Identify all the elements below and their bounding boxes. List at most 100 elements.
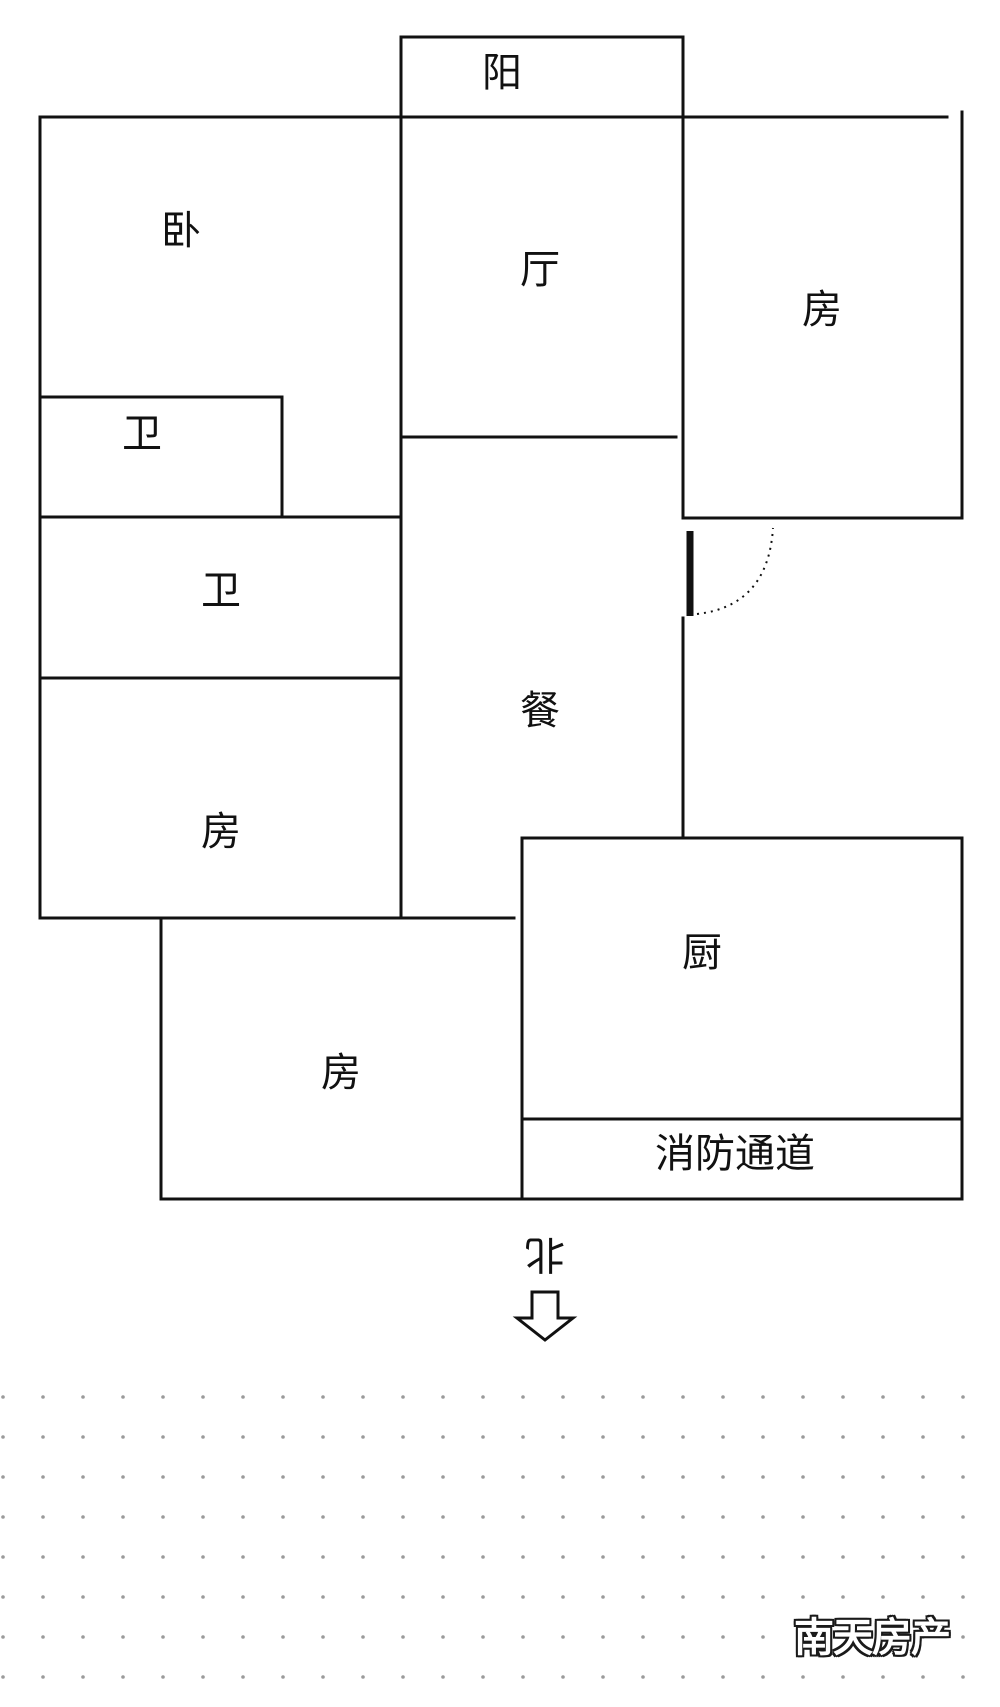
grid-dot — [1, 1635, 5, 1639]
grid-dot — [1, 1555, 5, 1559]
grid-dot — [81, 1555, 85, 1559]
grid-dot — [481, 1555, 485, 1559]
grid-dot — [41, 1515, 45, 1519]
grid-dot — [761, 1675, 765, 1679]
north-label: 北 — [525, 1231, 565, 1277]
grid-dot — [921, 1475, 925, 1479]
grid-dot — [441, 1395, 445, 1399]
grid-dot — [1, 1395, 5, 1399]
grid-dot — [841, 1435, 845, 1439]
grid-dot — [281, 1635, 285, 1639]
grid-dot — [601, 1475, 605, 1479]
grid-dot — [1, 1475, 5, 1479]
grid-dot — [201, 1635, 205, 1639]
grid-dot — [961, 1555, 965, 1559]
grid-dot — [881, 1395, 885, 1399]
grid-dot — [681, 1395, 685, 1399]
grid-dot — [721, 1595, 725, 1599]
grid-dot — [601, 1395, 605, 1399]
grid-dot — [321, 1555, 325, 1559]
room-label-balcony: 阳 — [482, 50, 522, 96]
grid-dot — [641, 1395, 645, 1399]
room-label-master-bedroom: 卧 — [161, 208, 201, 254]
grid-dot — [281, 1515, 285, 1519]
grid-dot — [401, 1595, 405, 1599]
grid-dot — [281, 1475, 285, 1479]
grid-dot — [241, 1555, 245, 1559]
grid-dot — [561, 1555, 565, 1559]
grid-dot — [41, 1395, 45, 1399]
room-label-bedroom-west: 房 — [201, 809, 241, 855]
grid-dot — [961, 1475, 965, 1479]
grid-dot — [201, 1435, 205, 1439]
room-label-bedroom-east: 房 — [802, 287, 842, 333]
grid-dot — [681, 1635, 685, 1639]
grid-dot — [321, 1395, 325, 1399]
grid-dot — [801, 1395, 805, 1399]
grid-dot — [561, 1675, 565, 1679]
grid-dot — [601, 1515, 605, 1519]
grid-dot — [521, 1595, 525, 1599]
north-arrow-icon — [512, 1290, 578, 1342]
grid-dot — [841, 1595, 845, 1599]
grid-dot — [161, 1675, 165, 1679]
grid-dot — [681, 1435, 685, 1439]
room-label-kitchen: 厨 — [682, 930, 722, 976]
grid-dot — [601, 1675, 605, 1679]
grid-dot — [361, 1395, 365, 1399]
grid-dot — [841, 1515, 845, 1519]
room-label-fire-passage: 消防通道 — [655, 1131, 815, 1177]
grid-dot — [841, 1555, 845, 1559]
grid-dot — [281, 1595, 285, 1599]
grid-dot — [361, 1635, 365, 1639]
grid-dot — [881, 1555, 885, 1559]
grid-dot — [921, 1595, 925, 1599]
grid-dot — [761, 1595, 765, 1599]
grid-dot — [401, 1395, 405, 1399]
grid-dot — [801, 1675, 805, 1679]
grid-dot — [441, 1555, 445, 1559]
grid-dot — [161, 1475, 165, 1479]
grid-dot — [561, 1635, 565, 1639]
grid-dot — [481, 1635, 485, 1639]
grid-dot — [161, 1435, 165, 1439]
grid-dot — [121, 1475, 125, 1479]
grid-dot — [721, 1675, 725, 1679]
grid-dot — [241, 1395, 245, 1399]
grid-dot — [481, 1595, 485, 1599]
grid-dot — [801, 1515, 805, 1519]
grid-dot — [201, 1555, 205, 1559]
room-label-bathroom: 卫 — [201, 568, 241, 614]
grid-dot — [801, 1635, 805, 1639]
grid-dot — [401, 1435, 405, 1439]
grid-dot — [81, 1515, 85, 1519]
grid-dot — [881, 1635, 885, 1639]
dot-grid — [1, 1395, 965, 1679]
grid-dot — [761, 1635, 765, 1639]
grid-dot — [161, 1595, 165, 1599]
grid-dot — [681, 1555, 685, 1559]
grid-dot — [761, 1395, 765, 1399]
grid-dot — [721, 1435, 725, 1439]
grid-dot — [921, 1515, 925, 1519]
grid-dot — [841, 1475, 845, 1479]
grid-dot — [161, 1635, 165, 1639]
grid-dot — [521, 1635, 525, 1639]
grid-dot — [121, 1435, 125, 1439]
grid-dot — [641, 1635, 645, 1639]
grid-dot — [921, 1675, 925, 1679]
grid-dot — [921, 1555, 925, 1559]
grid-dot — [481, 1675, 485, 1679]
grid-dot — [41, 1635, 45, 1639]
grid-dot — [881, 1515, 885, 1519]
grid-dot — [521, 1435, 525, 1439]
grid-dot — [241, 1475, 245, 1479]
grid-dot — [441, 1635, 445, 1639]
grid-dot — [201, 1475, 205, 1479]
grid-dot — [641, 1555, 645, 1559]
grid-dot — [521, 1555, 525, 1559]
grid-dot — [121, 1515, 125, 1519]
room-label-bedroom-south: 房 — [321, 1050, 361, 1096]
grid-dot — [881, 1435, 885, 1439]
grid-dot — [201, 1675, 205, 1679]
